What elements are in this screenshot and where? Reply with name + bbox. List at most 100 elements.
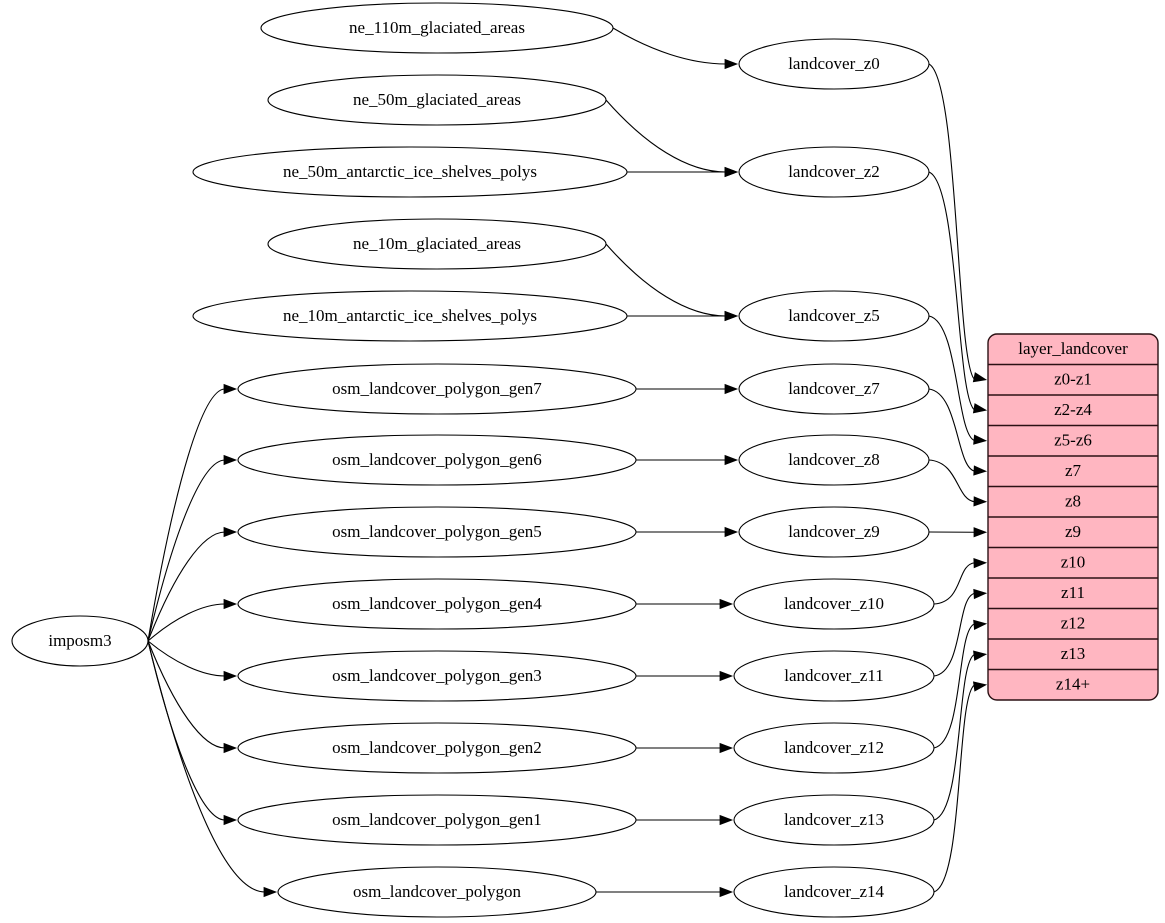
edge-arrowhead xyxy=(223,742,238,754)
edge-arrowhead xyxy=(973,650,988,661)
node-shape xyxy=(237,578,637,630)
edge-arrowhead xyxy=(724,310,739,322)
node-osm_landcover_polygon_gen5[interactable]: osm_landcover_polygon_gen5 xyxy=(237,506,637,558)
node-shape xyxy=(738,434,930,486)
table-row-label[interactable]: z12 xyxy=(1061,614,1086,633)
node-ne_50m_antarctic_ice_shelves_polys[interactable]: ne_50m_antarctic_ice_shelves_polys xyxy=(192,146,628,198)
table-row-label[interactable]: z5-z6 xyxy=(1054,431,1092,450)
table-row-label[interactable]: z11 xyxy=(1061,583,1085,602)
node-landcover_z7[interactable]: landcover_z7 xyxy=(738,363,930,415)
edge-imposm3-to-osm_landcover_polygon_gen5 xyxy=(147,531,226,642)
edge-arrowhead xyxy=(724,454,739,466)
node-landcover_z5[interactable]: landcover_z5 xyxy=(738,290,930,342)
edge-arrowhead xyxy=(724,383,739,395)
edge-arrowhead xyxy=(724,58,739,70)
edge-landcover_z2-to-layer_landcover-z2-z4 xyxy=(928,171,976,411)
edge-arrowhead xyxy=(973,527,988,538)
edge-imposm3-to-osm_landcover_polygon_gen6 xyxy=(147,459,226,642)
table-row-label[interactable]: z14+ xyxy=(1056,675,1090,694)
layer-landcover-table[interactable]: layer_landcover z0-z1 z2-z4 z5-z6 z7 z8 z9 z10 z… xyxy=(987,333,1159,701)
node-landcover_z14[interactable]: landcover_z14 xyxy=(733,866,935,918)
edge-landcover_z11-to-layer_landcover-z11 xyxy=(933,592,976,677)
node-shape xyxy=(733,866,935,918)
node-shape xyxy=(237,506,637,558)
node-label: ne_110m_glaciated_areas xyxy=(349,18,525,37)
node-landcover_z11[interactable]: landcover_z11 xyxy=(733,650,935,702)
edge-landcover_z7-to-layer_landcover-z7 xyxy=(928,388,976,472)
node-landcover_z9[interactable]: landcover_z9 xyxy=(738,506,930,558)
edge-arrowhead xyxy=(724,166,739,178)
nodes-layer: imposm3 ne_110m_glaciated_areas ne_50m_gla… xyxy=(11,2,935,918)
node-shape xyxy=(237,363,637,415)
edge-landcover_z12-to-layer_landcover-z12 xyxy=(933,623,976,749)
node-shape xyxy=(733,650,935,702)
node-osm_landcover_polygon_gen2[interactable]: osm_landcover_polygon_gen2 xyxy=(237,722,637,774)
node-imposm3[interactable]: imposm3 xyxy=(11,615,149,667)
edge-arrowhead xyxy=(719,670,734,682)
edge-arrowhead xyxy=(972,681,988,692)
edge-imposm3-to-osm_landcover_polygon xyxy=(147,640,266,893)
node-shape xyxy=(738,38,930,90)
edge-arrowhead xyxy=(719,814,734,826)
node-osm_landcover_polygon_gen3[interactable]: osm_landcover_polygon_gen3 xyxy=(237,650,637,702)
edge-arrowhead xyxy=(972,403,988,414)
node-osm_landcover_polygon_gen1[interactable]: osm_landcover_polygon_gen1 xyxy=(237,794,637,846)
node-label: osm_landcover_polygon_gen2 xyxy=(332,738,542,757)
edge-arrowhead xyxy=(223,814,238,826)
node-label: osm_landcover_polygon_gen5 xyxy=(332,522,542,541)
node-osm_landcover_polygon_gen6[interactable]: osm_landcover_polygon_gen6 xyxy=(237,434,637,486)
edge-imposm3-to-osm_landcover_polygon_gen3 xyxy=(147,640,226,677)
node-shape xyxy=(192,290,628,342)
node-label: landcover_z5 xyxy=(788,306,880,325)
node-shape xyxy=(11,615,149,667)
edge-arrowhead xyxy=(973,557,988,569)
node-landcover_z12[interactable]: landcover_z12 xyxy=(733,722,935,774)
table-row-label[interactable]: z10 xyxy=(1061,553,1086,572)
table-row-label[interactable]: z7 xyxy=(1065,461,1082,480)
edge-ne_10m_glaciated_areas-to-landcover_z5 xyxy=(605,243,727,317)
node-shape xyxy=(260,2,614,54)
edge-arrowhead xyxy=(973,434,988,445)
node-landcover_z0[interactable]: landcover_z0 xyxy=(738,38,930,90)
edge-landcover_z10-to-layer_landcover-z10 xyxy=(933,562,976,605)
node-shape xyxy=(237,650,637,702)
table-row-label[interactable]: z0-z1 xyxy=(1054,370,1092,389)
node-ne_10m_glaciated_areas[interactable]: ne_10m_glaciated_areas xyxy=(267,218,607,270)
node-shape xyxy=(267,74,607,126)
edge-ne_50m_glaciated_areas-to-landcover_z2 xyxy=(605,99,727,173)
node-shape xyxy=(237,434,637,486)
edge-arrowhead xyxy=(719,742,734,754)
node-label: landcover_z0 xyxy=(788,54,880,73)
node-ne_110m_glaciated_areas[interactable]: ne_110m_glaciated_areas xyxy=(260,2,614,54)
node-shape xyxy=(237,794,637,846)
table-row-label[interactable]: z13 xyxy=(1061,644,1086,663)
node-ne_10m_antarctic_ice_shelves_polys[interactable]: ne_10m_antarctic_ice_shelves_polys xyxy=(192,290,628,342)
edge-arrowhead xyxy=(223,526,238,538)
node-landcover_z2[interactable]: landcover_z2 xyxy=(738,146,930,198)
table-row-label[interactable]: z9 xyxy=(1065,522,1081,541)
node-osm_landcover_polygon[interactable]: osm_landcover_polygon xyxy=(277,866,597,918)
node-label: ne_50m_glaciated_areas xyxy=(353,90,521,109)
node-label: osm_landcover_polygon_gen3 xyxy=(332,666,542,685)
node-osm_landcover_polygon_gen7[interactable]: osm_landcover_polygon_gen7 xyxy=(237,363,637,415)
node-label: landcover_z14 xyxy=(784,882,885,901)
edge-imposm3-to-osm_landcover_polygon_gen4 xyxy=(147,603,226,642)
node-landcover_z10[interactable]: landcover_z10 xyxy=(733,578,935,630)
node-osm_landcover_polygon_gen4[interactable]: osm_landcover_polygon_gen4 xyxy=(237,578,637,630)
node-label: osm_landcover_polygon_gen4 xyxy=(332,594,542,613)
node-ne_50m_glaciated_areas[interactable]: ne_50m_glaciated_areas xyxy=(267,74,607,126)
table-row-label[interactable]: z2-z4 xyxy=(1054,400,1092,419)
node-shape xyxy=(733,722,935,774)
node-landcover_z8[interactable]: landcover_z8 xyxy=(738,434,930,486)
table-row-label[interactable]: z8 xyxy=(1065,492,1081,511)
node-label: ne_10m_glaciated_areas xyxy=(353,234,521,253)
edge-landcover_z0-to-layer_landcover-z0-z1 xyxy=(928,63,976,381)
edge-arrowhead xyxy=(223,670,238,682)
node-landcover_z13[interactable]: landcover_z13 xyxy=(733,794,935,846)
node-label: landcover_z13 xyxy=(784,810,884,829)
edge-arrowhead xyxy=(263,886,278,898)
node-label: ne_10m_antarctic_ice_shelves_polys xyxy=(283,306,537,325)
table-header-label: layer_landcover xyxy=(1018,339,1128,358)
edge-arrowhead xyxy=(223,598,238,610)
